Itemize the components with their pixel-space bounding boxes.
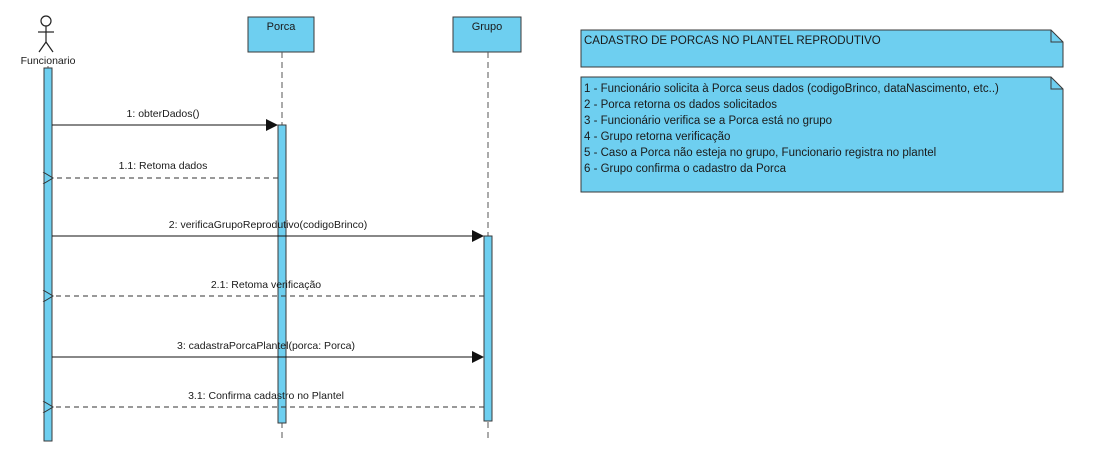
message-1-obterdados[interactable]: 1: obterDados(): [52, 108, 278, 131]
note-title-text: CADASTRO DE PORCAS NO PLANTEL REPRODUTIV…: [584, 35, 881, 47]
lifeline-grupo-head: [452, 16, 522, 53]
lifeline-porca-head: [247, 16, 315, 53]
note-step-1: 1 - Funcionário solicita à Porca seus da…: [584, 83, 999, 95]
note-title[interactable]: CADASTRO DE PORCAS NO PLANTEL REPRODUTIV…: [580, 29, 1064, 68]
note-steps[interactable]: 1 - Funcionário solicita à Porca seus da…: [580, 76, 1064, 193]
note-step-2: 2 - Porca retorna os dados solicitados: [584, 99, 777, 111]
lifeline-porca-name: Porca: [267, 21, 297, 33]
note-step-5: 5 - Caso a Porca não esteja no grupo, Fu…: [584, 147, 936, 159]
message-3-label: 3: cadastraPorcaPlantel(porca: Porca): [177, 340, 355, 352]
note-step-6: 6 - Grupo confirma o cadastro da Porca: [584, 163, 787, 175]
lifeline-grupo-name: Grupo: [472, 21, 503, 33]
note-title-fold: [1050, 30, 1063, 43]
actor-name: Funcionario: [21, 55, 76, 67]
porca-activation-bar: [277, 124, 287, 424]
grupo-activation-bar: [483, 235, 493, 422]
message-2-1-label: 2.1: Retoma verificação: [211, 279, 321, 291]
stick-figure-icon: [38, 15, 54, 53]
message-1-1-label: 1.1: Retoma dados: [119, 160, 208, 172]
lifeline-grupo[interactable]: Grupo: [452, 16, 522, 53]
message-3-1-confirma-cadastro[interactable]: 3.1: Confirma cadastro no Plantel: [53, 390, 484, 407]
message-1-1-retoma-dados[interactable]: 1.1: Retoma dados: [53, 160, 278, 178]
message-2-1-retoma-verificacao[interactable]: 2.1: Retoma verificação: [53, 279, 484, 296]
note-step-3: 3 - Funcionário verifica se a Porca está…: [584, 115, 832, 127]
note-steps-box: [580, 76, 1064, 193]
actor-activation-bar: [43, 67, 53, 442]
note-steps-fold: [1050, 77, 1063, 90]
note-title-box: [580, 29, 1064, 68]
message-3-cadastraporca[interactable]: 3: cadastraPorcaPlantel(porca: Porca): [52, 340, 484, 363]
actor-funcionario[interactable]: Funcionario: [21, 15, 76, 67]
message-2-verificagrupo[interactable]: 2: verificaGrupoReprodutivo(codigoBrinco…: [52, 219, 484, 242]
message-2-label: 2: verificaGrupoReprodutivo(codigoBrinco…: [169, 219, 367, 231]
message-3-1-label: 3.1: Confirma cadastro no Plantel: [188, 390, 344, 402]
note-step-4: 4 - Grupo retorna verificação: [584, 131, 730, 143]
message-1-label: 1: obterDados(): [127, 108, 200, 120]
lifeline-porca[interactable]: Porca: [247, 16, 315, 53]
